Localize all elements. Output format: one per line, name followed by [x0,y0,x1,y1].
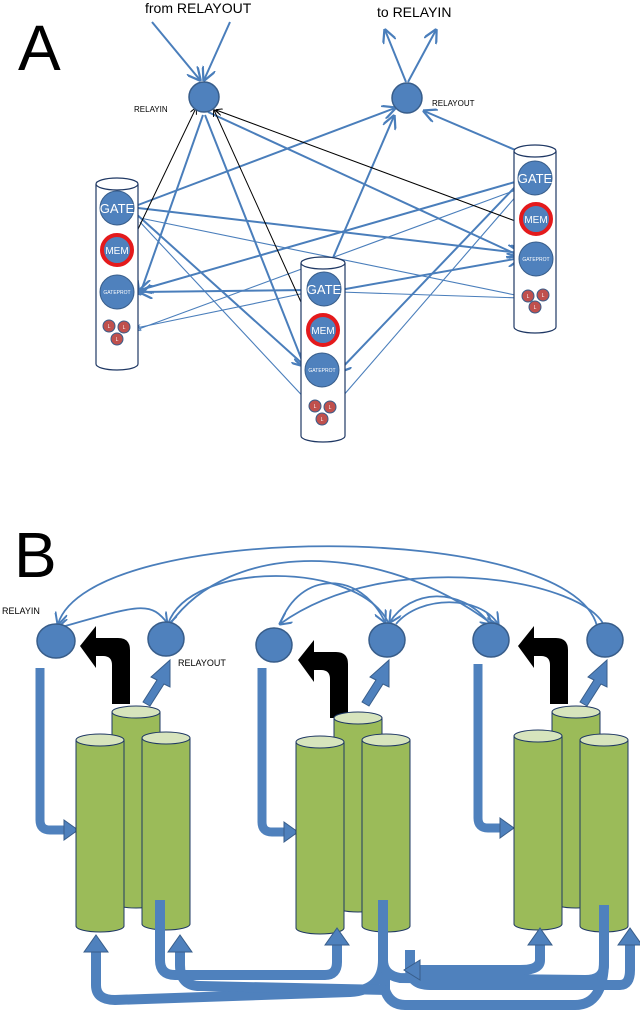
mem-node [519,202,553,236]
cell-column-3: GATE MEM GATEPROT L L L [513,144,557,334]
ligand-node [528,300,542,314]
output-arrows [142,658,608,707]
ligand-label: L [534,305,537,311]
panel-b-letter: B [14,519,57,591]
gateprot-label: GATEPROT [308,368,335,374]
panel-a: A from RELAYOUT to RELAYIN [18,0,557,443]
relayin-node [36,623,76,659]
panel-b: B RELAYIN RELAYOUT [2,519,640,1010]
mem-label: MEM [105,246,128,257]
ligand-label: L [321,417,324,423]
relayout-node [586,622,624,658]
relayout-node [368,622,406,658]
cell-column-2: GATE MEM GATEPROT L L L [300,256,346,443]
network-edges [129,108,520,372]
ligand-node [323,400,337,414]
gate-node [99,190,135,226]
mem-label: MEM [524,215,547,226]
relay-arcs [58,545,606,628]
gate-label: GATE [307,282,342,297]
relay-nodes [36,621,624,663]
gateprot-node [518,241,554,277]
ligand-node [536,288,550,302]
ligand-node [110,332,124,346]
relayin-label-a: RELAYIN [134,105,168,114]
gate-label: GATE [518,171,553,186]
gate-label: GATE [100,201,135,216]
ligand-label: L [116,337,119,343]
mem-node [306,313,340,347]
ligand-label: L [314,404,317,410]
relayin-label-b: RELAYIN [2,606,40,616]
gate-node [306,271,342,307]
bottom-arrowheads [83,927,640,981]
relayout-label-b: RELAYOUT [178,658,226,668]
incoming-arrows [151,21,436,82]
ligand-node [102,319,116,333]
relayin-node [472,622,510,658]
gate-node [517,160,553,196]
ligand-label: L [329,405,332,411]
helix-bundle-2 [295,711,411,935]
ligand-label: L [123,325,126,331]
ligand-node [308,399,322,413]
from-relayout-label: from RELAYOUT [145,0,252,16]
relayin-node [188,81,220,113]
gateprot-node [304,352,340,388]
mem-label: MEM [311,326,334,337]
helix-bundle-1 [75,705,191,933]
panel-a-letter: A [18,12,61,84]
ligand-label: L [542,293,545,299]
gateprot-label: GATEPROT [103,290,130,296]
ligand-label: L [108,324,111,330]
relayout-node [391,82,423,114]
gateprot-label: GATEPROT [522,257,549,263]
input-arrows [35,664,515,843]
ligand-node [117,320,131,334]
relayout-node [147,621,185,657]
relayin-node [255,627,293,663]
feedback-edges [127,108,519,334]
black-arrows [80,626,568,718]
relayout-label-a: RELAYOUT [432,99,475,108]
ligand-node [315,412,329,426]
helix-bundle-3 [513,705,629,933]
ligand-node [521,289,535,303]
gateprot-node [99,274,135,310]
mem-node [100,233,134,267]
cell-column-1: GATE MEM GATEPROT L L L [95,177,139,371]
to-relayin-label: to RELAYIN [377,4,451,20]
ligand-label: L [527,294,530,300]
